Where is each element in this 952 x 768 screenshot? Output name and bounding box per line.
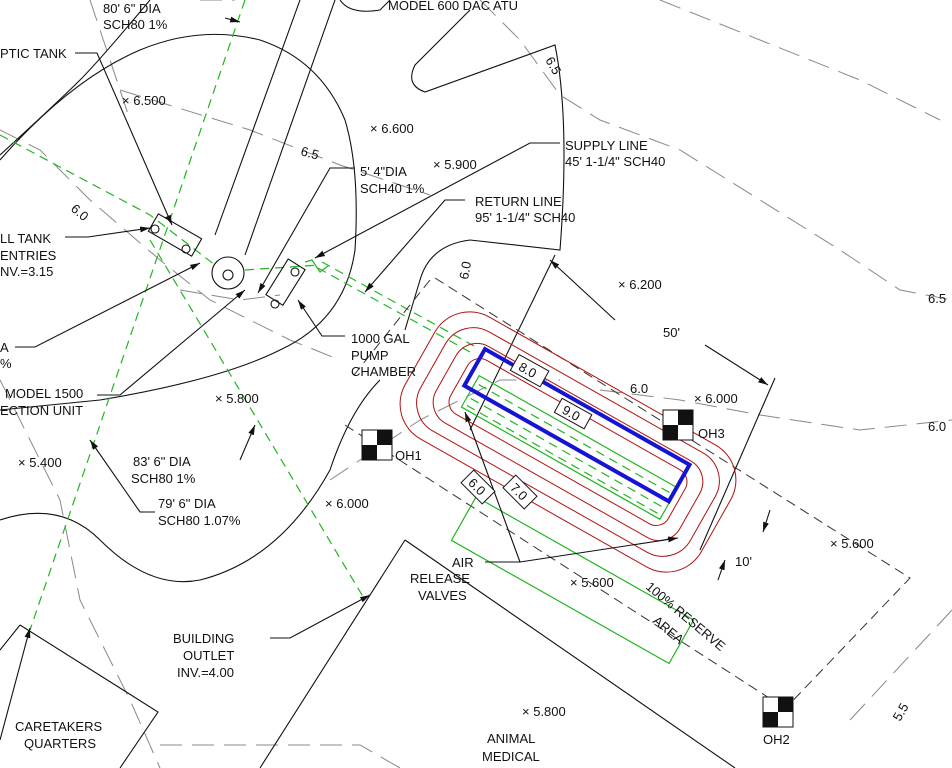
observation-hole-oh1[interactable]: OH1 <box>361 429 422 463</box>
svg-text:83' 6" DIA: 83' 6" DIA <box>133 454 191 469</box>
svg-text:NV.=3.15: NV.=3.15 <box>0 264 53 279</box>
svg-text:× 5.400: × 5.400 <box>18 455 62 470</box>
oh2-label: OH2 <box>763 732 790 747</box>
svg-text:ENTRIES: ENTRIES <box>0 248 57 263</box>
svg-text:QUARTERS: QUARTERS <box>24 736 96 751</box>
text-labels: 80' 6" DIA SCH80 1% PTIC TANK MODEL 600 … <box>0 0 729 764</box>
svg-text:5' 4"DIA: 5' 4"DIA <box>360 164 407 179</box>
svg-text:INV.=4.00: INV.=4.00 <box>177 665 234 680</box>
svg-text:ECTION UNIT: ECTION UNIT <box>0 403 83 418</box>
svg-text:6.5: 6.5 <box>542 54 564 77</box>
svg-text:CHAMBER: CHAMBER <box>351 364 416 379</box>
contour-labels: 6.5 6.0 6.5 6.0 6.5 6.0 6.0 5.5 <box>68 54 946 724</box>
svg-text:AIR: AIR <box>452 555 474 570</box>
svg-text:BUILDING: BUILDING <box>173 631 234 646</box>
observation-hole-oh3[interactable]: OH3 <box>662 409 725 441</box>
property-boundary <box>344 277 911 713</box>
svg-text:LL TANK: LL TANK <box>0 231 51 246</box>
svg-text:SCH40 1%: SCH40 1% <box>360 181 425 196</box>
dimensions: 50' 10' <box>663 325 752 569</box>
oh3-label: OH3 <box>698 426 725 441</box>
svg-text:VALVES: VALVES <box>418 588 467 603</box>
svg-text:79' 6" DIA: 79' 6" DIA <box>158 496 216 511</box>
dimension-10ft: 10' <box>735 554 752 569</box>
treatment-unit <box>211 256 245 290</box>
svg-text:ANIMAL: ANIMAL <box>487 731 535 746</box>
svg-text:6.0: 6.0 <box>928 419 946 434</box>
absorption-bed <box>461 346 693 505</box>
svg-text:A: A <box>0 340 9 355</box>
svg-text:MODEL 600 DAC ATU: MODEL 600 DAC ATU <box>388 0 518 13</box>
svg-text:6.0: 6.0 <box>456 260 474 280</box>
svg-text:1000 GAL: 1000 GAL <box>351 331 410 346</box>
svg-text:× 5.800: × 5.800 <box>215 391 259 406</box>
svg-text:× 5.900: × 5.900 <box>433 157 477 172</box>
oh1-label: OH1 <box>395 448 422 463</box>
site-outlines <box>0 0 776 768</box>
svg-text:SCH80 1%: SCH80 1% <box>103 17 168 32</box>
dimension-50ft: 50' <box>663 325 680 340</box>
svg-text:80' 6" DIA: 80' 6" DIA <box>103 1 161 16</box>
svg-text:CARETAKERS: CARETAKERS <box>15 719 102 734</box>
svg-text:× 6.000: × 6.000 <box>694 391 738 406</box>
septic-tank <box>147 213 203 257</box>
svg-text:PUMP: PUMP <box>351 348 389 363</box>
leaders <box>0 16 771 741</box>
svg-text:× 5.600: × 5.600 <box>830 536 874 551</box>
svg-text:× 5.800: × 5.800 <box>522 704 566 719</box>
svg-text:× 6.000: × 6.000 <box>325 496 369 511</box>
svg-text:6.0: 6.0 <box>68 201 91 224</box>
svg-text:RELEASE: RELEASE <box>410 571 470 586</box>
svg-text:× 6.500: × 6.500 <box>122 93 166 108</box>
svg-text:6.0: 6.0 <box>630 381 648 396</box>
svg-text:MEDICAL: MEDICAL <box>482 749 540 764</box>
svg-text:RETURN LINE: RETURN LINE <box>475 194 562 209</box>
reserve-area <box>450 496 695 665</box>
svg-text:5.5: 5.5 <box>890 700 912 723</box>
svg-text:SUPPLY LINE: SUPPLY LINE <box>565 138 648 153</box>
svg-text:%: % <box>0 356 12 371</box>
spot-elevations: × 6.500 × 6.600 × 5.900 × 6.200 × 6.000 … <box>18 93 874 719</box>
pump-chamber <box>265 258 306 309</box>
svg-text:6.5: 6.5 <box>928 291 946 306</box>
svg-text:× 6.200: × 6.200 <box>618 277 662 292</box>
svg-text:SCH80 1.07%: SCH80 1.07% <box>158 513 241 528</box>
svg-text:SCH80 1%: SCH80 1% <box>131 471 196 486</box>
svg-text:6.5: 6.5 <box>299 143 320 162</box>
svg-text:95' 1-1/4" SCH40: 95' 1-1/4" SCH40 <box>475 210 575 225</box>
observation-hole-oh2[interactable]: OH2 <box>762 696 794 747</box>
svg-text:× 5.600: × 5.600 <box>570 575 614 590</box>
pipe-lines <box>0 0 475 631</box>
field-contour-tags: 8.0 9.0 6.0 7.0 <box>460 353 593 510</box>
svg-text:× 6.600: × 6.600 <box>370 121 414 136</box>
svg-text:PTIC TANK: PTIC TANK <box>0 46 67 61</box>
svg-text:MODEL 1500: MODEL 1500 <box>5 386 83 401</box>
drainfield <box>399 311 737 665</box>
svg-text:OUTLET: OUTLET <box>183 648 234 663</box>
svg-text:45' 1-1/4" SCH40: 45' 1-1/4" SCH40 <box>565 154 665 169</box>
